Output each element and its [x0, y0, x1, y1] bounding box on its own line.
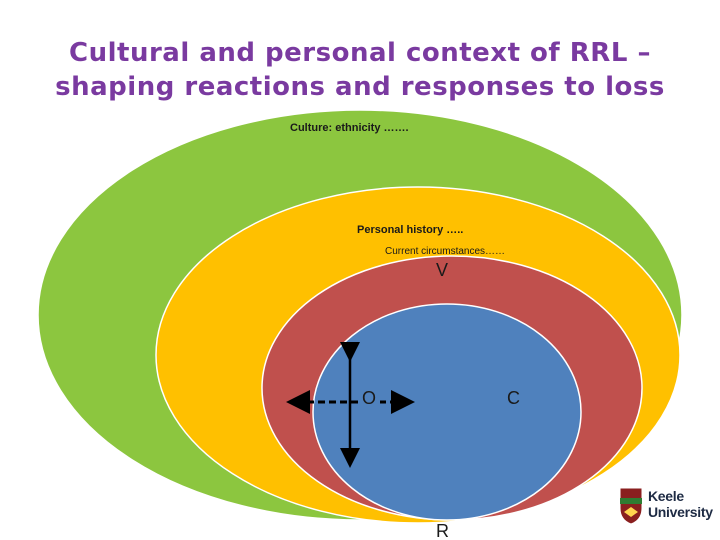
logo-line-2: University	[648, 504, 713, 520]
slide-title: Cultural and personal context of RRL – s…	[0, 36, 720, 104]
letter-v: V	[436, 260, 448, 280]
logo-text: Keele University	[648, 488, 713, 520]
logo-line-1: Keele	[648, 488, 684, 504]
keele-university-logo: Keele University	[618, 484, 718, 528]
letter-o: O	[362, 388, 376, 408]
core-ellipse	[312, 303, 582, 521]
letter-c: C	[507, 388, 520, 408]
title-line-2: shaping reactions and responses to loss	[55, 72, 665, 102]
crest-icon	[619, 487, 643, 525]
culture-label: Culture: ethnicity …….	[290, 122, 409, 134]
current-circumstances-label: Current circumstances……	[385, 246, 505, 257]
personal-history-label: Personal history …..	[357, 224, 463, 236]
letter-r: R	[436, 521, 449, 540]
title-line-1: Cultural and personal context of RRL –	[69, 38, 651, 68]
